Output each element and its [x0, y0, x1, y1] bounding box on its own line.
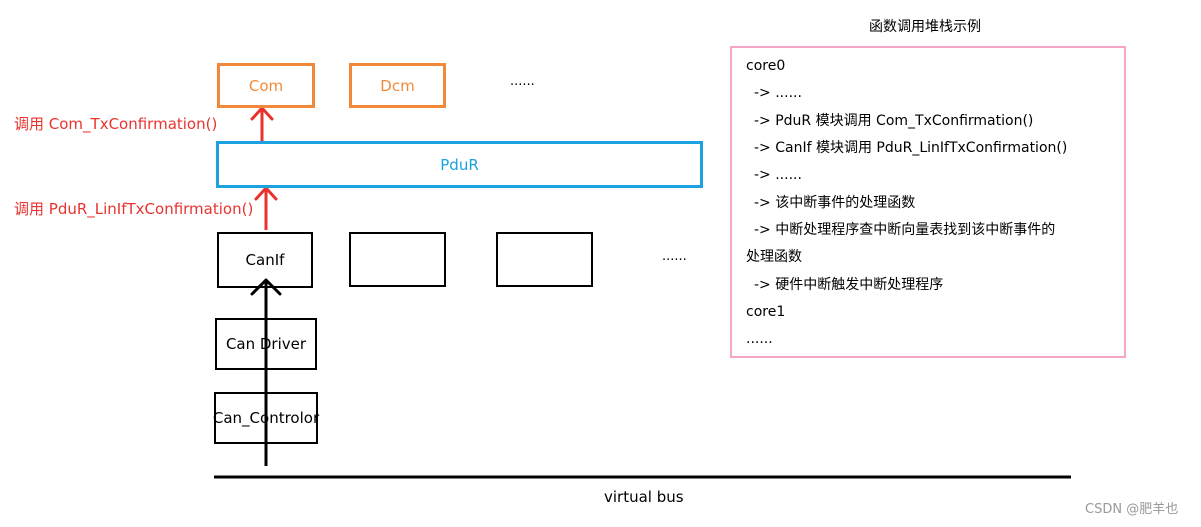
- call-stack-line-hardware-interrupt: -> 硬件中断触发中断处理程序: [754, 277, 944, 293]
- com-module-label: Com: [248, 76, 284, 95]
- call-stack-line-canif: -> CanIf 模块调用 PduR_LinIfTxConfirmation(): [754, 140, 1068, 156]
- upper-call-label: 调用 Com_TxConfirmation(): [14, 115, 218, 133]
- call-stack-line-core1: core1: [746, 304, 786, 320]
- lower-call-arrow-head: [254, 186, 278, 201]
- can-controller-module: Can_Controlor: [212, 392, 320, 444]
- call-stack-line-event-handler: -> 该中断事件的处理函数: [754, 195, 916, 211]
- dcm-module-label: Dcm: [380, 76, 415, 95]
- can-controller-module-label: Can_Controlor: [212, 409, 320, 427]
- can-driver-module-label: Can Driver: [225, 335, 307, 353]
- call-stack-line-ellipsis-1: -> ......: [754, 85, 802, 101]
- call-stack-line-pdur: -> PduR 模块调用 Com_TxConfirmation(): [754, 113, 1034, 129]
- can-driver-module: Can Driver: [215, 318, 317, 370]
- lower-call-label: 调用 PduR_LinIfTxConfirmation(): [14, 200, 254, 218]
- call-stack-line-ellipsis-2: -> ......: [754, 167, 802, 183]
- call-stack-line-ellipsis-3: ......: [746, 331, 773, 347]
- call-stack-panel: core0 -> ...... -> PduR 模块调用 Com_TxConfi…: [730, 46, 1126, 358]
- com-module: Com: [217, 63, 315, 108]
- watermark: CSDN @肥羊也: [1085, 502, 1179, 517]
- canif-module-label: CanIf: [245, 251, 285, 269]
- top-more-label: ......: [510, 74, 535, 89]
- pdur-module-label: PduR: [440, 155, 479, 174]
- call-stack-line-core0: core0: [746, 58, 786, 74]
- empty-module-2: [496, 232, 593, 287]
- call-stack-title: 函数调用堆栈示例: [869, 19, 981, 35]
- pdur-module: PduR: [216, 141, 703, 188]
- dcm-module: Dcm: [349, 63, 446, 108]
- hardware-path-arrow-head: [250, 278, 282, 296]
- empty-module-1: [349, 232, 446, 287]
- upper-call-arrow-head: [250, 106, 274, 121]
- call-stack-line-vector-table: -> 中断处理程序查中断向量表找到该中断事件的: [754, 222, 1056, 238]
- canif-module: CanIf: [217, 232, 313, 288]
- call-stack-line-handler-continued: 处理函数: [746, 249, 802, 265]
- middle-more-label: ......: [662, 249, 687, 264]
- virtual-bus-label: virtual bus: [604, 488, 684, 506]
